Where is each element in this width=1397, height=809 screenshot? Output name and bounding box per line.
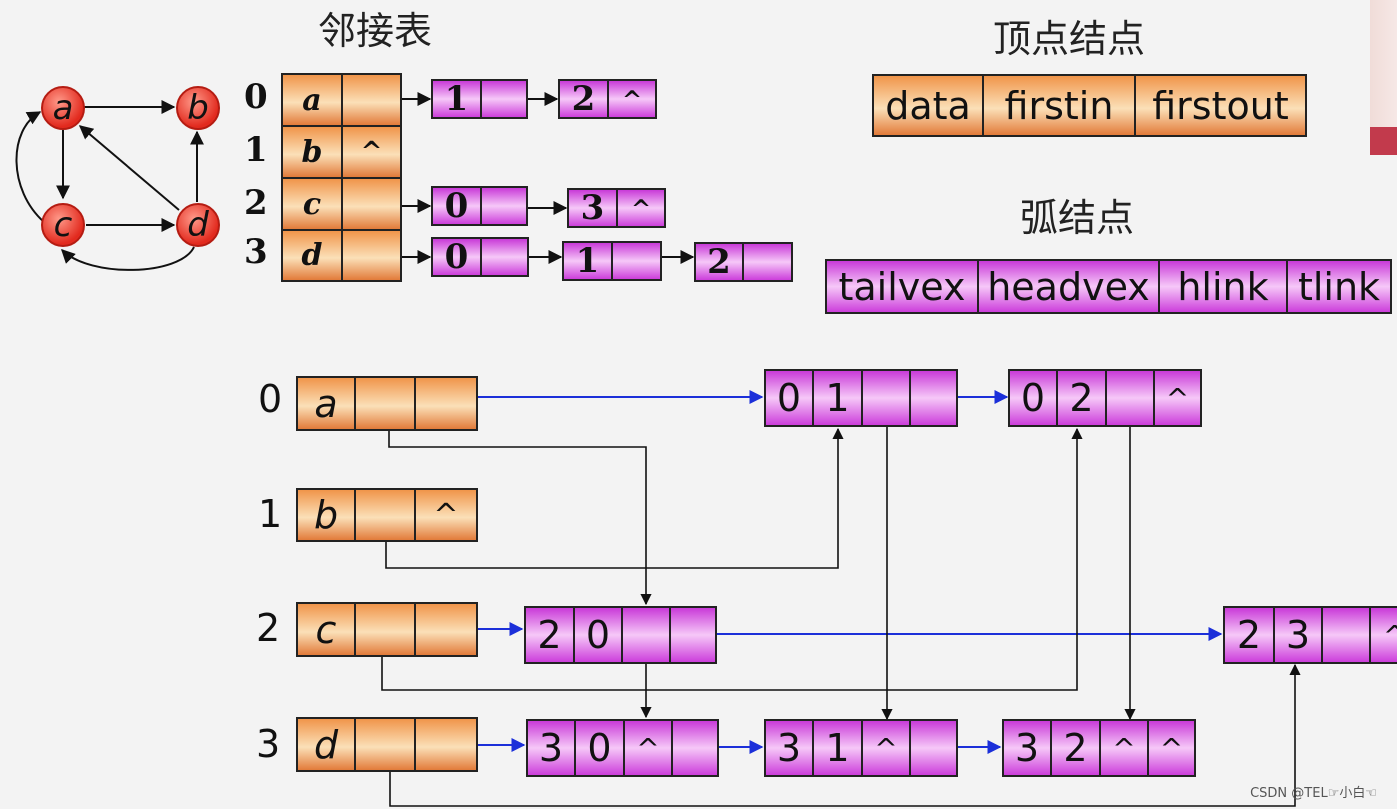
adj-index-3: 3 — [244, 232, 268, 272]
adj-edge-2-1-next: ^ — [616, 188, 666, 228]
vertex-field-data: data — [872, 74, 984, 137]
graph-edges — [15, 100, 204, 271]
orth-vertex-d: d — [296, 717, 356, 772]
arc-node-heading: 弧结点 — [1020, 196, 1135, 240]
arc-23-tlink: ^ — [1369, 606, 1397, 664]
arc-field-headvex: headvex — [977, 259, 1160, 314]
adj-edge-0-1-vertex: 2 — [558, 79, 609, 119]
adj-edge-0-0-next — [480, 79, 528, 119]
arc-32-tailvex: 3 — [1002, 719, 1052, 777]
arc-02-headvex: 2 — [1056, 369, 1107, 427]
arc-31-hlink: ^ — [861, 719, 911, 777]
arc-20-headvex: 0 — [573, 606, 623, 664]
orth-index-2: 2 — [256, 606, 281, 650]
arc-01-tailvex: 0 — [764, 369, 814, 427]
adj-vertex-b: b — [281, 125, 343, 179]
arc-20-tailvex: 2 — [524, 606, 575, 664]
orth-index-3: 3 — [256, 722, 281, 766]
presenter-photo — [1370, 0, 1397, 155]
adj-edge-2-0-next — [480, 186, 528, 226]
arc-20-hlink — [621, 606, 671, 664]
adj-edge-0-1-next: ^ — [607, 79, 657, 119]
arc-30-tlink — [671, 719, 719, 777]
arc-23-tailvex: 2 — [1223, 606, 1275, 664]
arc-30-tailvex: 3 — [526, 719, 576, 777]
adj-edge-3-1-vertex: 1 — [562, 241, 613, 281]
arc-01-headvex: 1 — [812, 369, 863, 427]
arc-31-headvex: 1 — [812, 719, 863, 777]
graph-node-d: d — [176, 203, 220, 247]
arc-32-hlink: ^ — [1099, 719, 1149, 777]
adjacency-list-heading: 邻接表 — [318, 9, 433, 53]
arc-02-tailvex: 0 — [1008, 369, 1058, 427]
orth-index-1: 1 — [258, 492, 283, 536]
adjacency-pointers — [368, 92, 695, 264]
adj-edge-2-1-vertex: 3 — [567, 188, 618, 228]
adj-edge-0-0-vertex: 1 — [431, 79, 482, 119]
arc-31-tailvex: 3 — [764, 719, 814, 777]
watermark: CSDN @TEL☞小白☜ — [1250, 786, 1377, 801]
orth-firstin-0 — [354, 376, 416, 431]
adj-first-arc-3 — [341, 229, 402, 282]
arc-31-tlink — [909, 719, 958, 777]
arc-field-tlink: tlink — [1286, 259, 1392, 314]
orth-vertex-c: c — [296, 602, 356, 657]
orth-firstin-3 — [354, 717, 416, 772]
orth-firstout-1: ^ — [414, 488, 478, 542]
arc-30-headvex: 0 — [574, 719, 625, 777]
orth-vertex-a: a — [296, 376, 356, 431]
adj-vertex-a: a — [281, 73, 343, 127]
arc-23-headvex: 3 — [1273, 606, 1323, 664]
vertex-node-heading: 顶点结点 — [993, 17, 1146, 61]
adj-index-1: 1 — [244, 130, 268, 170]
vertex-field-firstout: firstout — [1134, 74, 1307, 137]
adj-index-2: 2 — [244, 183, 268, 223]
arc-field-hlink: hlink — [1158, 259, 1288, 314]
adj-vertex-d: d — [281, 229, 343, 282]
adj-vertex-c: c — [281, 177, 343, 231]
orth-firstout-0 — [414, 376, 478, 431]
adj-edge-3-0-next — [480, 237, 529, 277]
arc-field-tailvex: tailvex — [825, 259, 979, 314]
tail-links — [446, 390, 1223, 754]
arc-32-tlink: ^ — [1147, 719, 1196, 777]
arc-20-tlink — [669, 606, 717, 664]
head-links — [381, 405, 1301, 807]
adj-edge-3-2-next — [742, 242, 793, 282]
orth-firstin-1 — [354, 488, 416, 542]
adj-edge-3-1-next — [611, 241, 662, 281]
adj-edge-2-0-vertex: 0 — [431, 186, 482, 226]
adj-first-arc-1: ^ — [341, 125, 402, 179]
adj-index-0: 0 — [244, 77, 268, 117]
orth-index-0: 0 — [258, 377, 283, 421]
adj-first-arc-0 — [341, 73, 402, 127]
orth-vertex-b: b — [296, 488, 356, 542]
vertex-field-firstin: firstin — [982, 74, 1136, 137]
arc-02-tlink: ^ — [1153, 369, 1202, 427]
arc-02-hlink — [1105, 369, 1155, 427]
arc-30-hlink: ^ — [623, 719, 673, 777]
orth-firstin-2 — [354, 602, 416, 657]
graph-node-c: c — [41, 203, 85, 247]
adj-edge-3-2-vertex: 2 — [694, 242, 744, 282]
orth-firstout-3 — [414, 717, 478, 772]
arc-32-headvex: 2 — [1050, 719, 1101, 777]
adj-first-arc-2 — [341, 177, 402, 231]
graph-node-a: a — [41, 86, 85, 130]
orth-firstout-2 — [414, 602, 478, 657]
arc-23-hlink — [1321, 606, 1371, 664]
arc-01-tlink — [909, 369, 958, 427]
adj-edge-3-0-vertex: 0 — [431, 237, 482, 277]
arc-01-hlink — [861, 369, 911, 427]
graph-node-b: b — [176, 86, 220, 130]
